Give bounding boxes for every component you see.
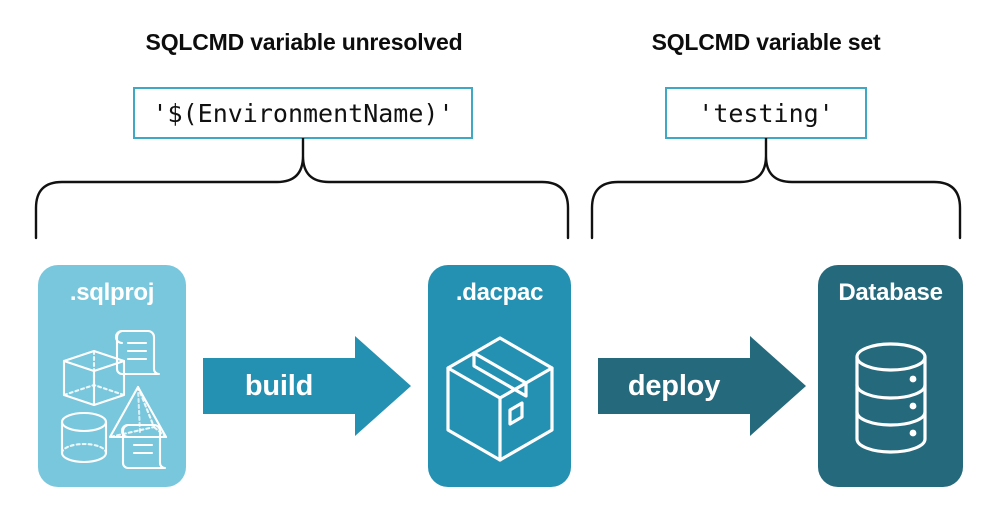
- heading-sqlcmd-variable-unresolved: SQLCMD variable unresolved: [145, 29, 463, 55]
- artifact-dacpac-label: .dacpac: [455, 279, 544, 306]
- arrow-deploy-shape: [598, 336, 806, 436]
- arrow-deploy: deploy: [598, 336, 806, 436]
- artifact-sqlproj: .sqlproj: [38, 265, 186, 487]
- arrow-build: build: [203, 336, 411, 436]
- package-box-icon: [428, 315, 571, 485]
- artifact-database: Database: [818, 265, 963, 487]
- cylinder-icon: [60, 411, 108, 464]
- artifact-database-label: Database: [838, 279, 943, 306]
- script-scroll-icon-bottom: [120, 423, 167, 470]
- script-scroll-icon-top: [114, 329, 161, 376]
- brace-group: [34, 138, 962, 240]
- database-cylinder-icon: [818, 315, 963, 485]
- pyramid-icon: [108, 385, 168, 439]
- cube-icon: [62, 349, 126, 407]
- brace-right: [590, 138, 962, 240]
- artifact-sqlproj-label: .sqlproj: [69, 279, 155, 306]
- brace-left: [34, 138, 570, 240]
- shapes-and-scripts-icon: [38, 315, 186, 485]
- artifact-dacpac: .dacpac: [428, 265, 571, 487]
- heading-sqlcmd-variable-set: SQLCMD variable set: [651, 29, 881, 55]
- code-box-environment-name: '$(EnvironmentName)': [133, 87, 473, 139]
- arrow-build-shape: [203, 336, 411, 436]
